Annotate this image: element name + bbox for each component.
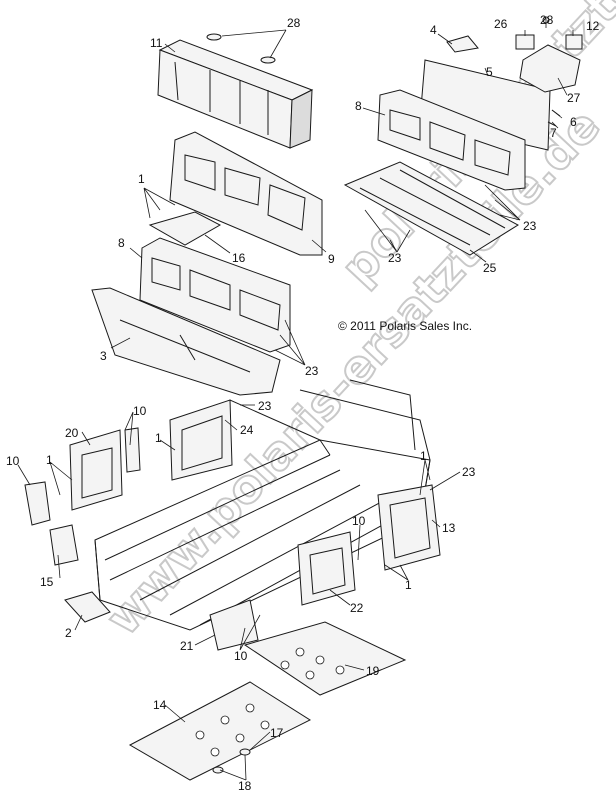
console-part [91,287,281,396]
callout-23b: 23 [388,251,402,265]
callout-28b: 28 [540,13,554,27]
storage-box-part [157,39,314,149]
callout-14: 14 [153,698,167,712]
callout-13: 13 [442,521,456,535]
callout-1b: 1 [46,453,53,467]
callout-27: 27 [567,91,581,105]
dash-panel-part [169,131,323,256]
callout-1d: 1 [420,449,427,463]
callout-6: 6 [570,115,577,129]
callout-9: 9 [328,252,335,266]
callout-1: 1 [138,172,145,186]
floor-plate-14-part [128,681,312,781]
callout-25: 25 [483,261,497,275]
clip-part [206,33,276,64]
callout-23c: 23 [305,364,319,378]
callouts: 28 11 4 26 28 12 5 27 8 7 6 1 16 9 23 23… [6,13,600,793]
callout-12: 12 [586,19,600,33]
callout-10d: 10 [234,649,248,663]
callout-2: 2 [65,626,72,640]
copyright-text: © 2011 Polaris Sales Inc. [338,319,472,333]
callout-10: 10 [133,404,147,418]
callout-19: 19 [366,664,380,678]
callout-21: 21 [180,639,194,653]
callout-18: 18 [238,779,252,793]
floor-plate-19-part [243,621,407,696]
callout-17: 17 [270,726,284,740]
trim-pieces-part [24,427,141,526]
callout-22: 22 [350,601,364,615]
callout-11: 11 [150,36,163,50]
callout-23d: 23 [258,399,272,413]
bracket-part [49,524,79,566]
callout-24: 24 [240,423,254,437]
callout-8b: 8 [118,236,125,250]
callout-10c: 10 [352,514,366,528]
callout-23e: 23 [462,465,476,479]
rear-board-part [377,59,551,191]
door-panel-left-part [297,531,356,606]
small-parts-top-right [446,16,583,127]
callout-15: 15 [40,575,54,589]
tray-part [148,211,222,246]
callout-20: 20 [65,426,79,440]
floor-tray-part [343,161,519,256]
callout-8: 8 [355,99,362,113]
step-part [64,591,111,623]
guard-part [209,599,259,651]
callout-1c: 1 [155,431,162,445]
lower-dash-part [139,237,291,353]
leader-lines [17,18,574,781]
callout-10b: 10 [6,454,20,468]
callout-5: 5 [486,65,493,79]
callout-23: 23 [523,219,537,233]
callout-3: 3 [100,349,107,363]
left-side-panel-part [69,429,123,511]
right-inner-panel-part [169,399,233,481]
callout-26: 26 [494,17,508,31]
callout-28: 28 [287,16,301,30]
callout-1e: 1 [405,578,412,592]
callout-7: 7 [550,126,557,140]
door-panel-right-part [377,484,441,571]
callout-16: 16 [232,251,246,265]
callout-4: 4 [430,23,437,37]
